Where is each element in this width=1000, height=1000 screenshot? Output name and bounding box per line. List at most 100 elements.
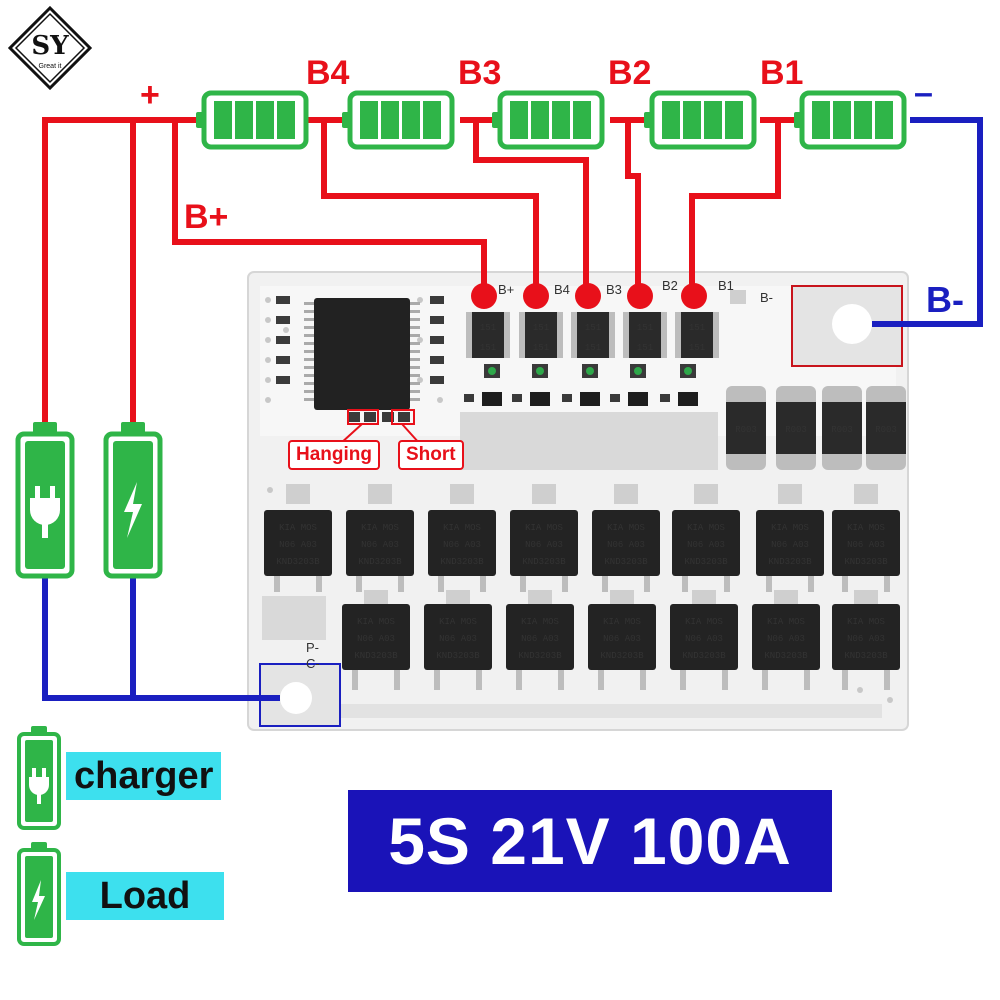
logo-text: SY bbox=[31, 31, 69, 61]
mosfet-marking: N06 A03 bbox=[279, 540, 317, 550]
mosfet-marking: KND3203B bbox=[604, 557, 648, 567]
smd-components bbox=[276, 296, 444, 422]
resistor-code: 151 bbox=[637, 343, 653, 353]
mosfet-marking: N06 A03 bbox=[767, 634, 805, 644]
b-minus-wire-label: B- bbox=[926, 279, 964, 320]
b4-pad-dot bbox=[523, 283, 549, 309]
mosfet-marking: KND3203B bbox=[354, 651, 398, 661]
shunt-resistor: R003 bbox=[776, 386, 816, 470]
shunt-code: R003 bbox=[735, 425, 757, 435]
bolt-icon bbox=[124, 482, 142, 538]
balance-leds bbox=[464, 364, 698, 406]
mosfet-marking: KIA MOS bbox=[361, 523, 399, 533]
battery-cell-4 bbox=[644, 90, 757, 150]
board-pad-label-b-plus: B+ bbox=[498, 282, 514, 297]
resistor-151: 151 151 bbox=[466, 312, 510, 358]
board-pad-label-b-minus: B- bbox=[760, 290, 773, 305]
mosfet-marking: KIA MOS bbox=[279, 523, 317, 533]
b-minus-hole bbox=[832, 304, 872, 344]
shunt-code: R003 bbox=[831, 425, 853, 435]
mosfet-marking: KND3203B bbox=[358, 557, 402, 567]
battery-cells bbox=[196, 90, 907, 150]
shunt-code: R003 bbox=[875, 425, 897, 435]
mosfet-marking: KND3203B bbox=[436, 651, 480, 661]
pack-positive-label: + bbox=[140, 76, 160, 114]
mosfet-marking: KND3203B bbox=[768, 557, 812, 567]
battery-cell-3 bbox=[492, 90, 605, 150]
legend-charger-icon bbox=[17, 726, 61, 830]
board-pad-label-b3: B3 bbox=[606, 282, 622, 297]
battery-cell-5 bbox=[794, 90, 907, 150]
legend-load-icon bbox=[17, 842, 61, 946]
mosfet-marking: KIA MOS bbox=[443, 523, 481, 533]
mosfet-marking: KND3203B bbox=[522, 557, 566, 567]
mosfet-marking: KIA MOS bbox=[521, 617, 559, 627]
b-plus-pad-dot bbox=[471, 283, 497, 309]
mosfet-marking: KIA MOS bbox=[847, 523, 885, 533]
mosfet-marking: KIA MOS bbox=[357, 617, 395, 627]
bms-board: P- C- B+ B4 B3 B2 B1 B- 151 151 151 151 151 1… bbox=[247, 271, 909, 731]
board-pad-label-b4: B4 bbox=[554, 282, 570, 297]
shunt-code: R003 bbox=[785, 425, 807, 435]
spec-banner: 5S 21V 100A bbox=[348, 790, 832, 892]
mosfet-marking: N06 A03 bbox=[443, 540, 481, 550]
mosfet-marking: N06 A03 bbox=[685, 634, 723, 644]
resistor-code: 151 bbox=[480, 323, 496, 333]
shunt-resistor: R003 bbox=[866, 386, 906, 470]
board-pad-label-b2: B2 bbox=[662, 278, 678, 293]
legend-charger-label: charger bbox=[66, 752, 222, 800]
resistor-code: 151 bbox=[689, 323, 705, 333]
mosfet-marking: N06 A03 bbox=[521, 634, 559, 644]
resistor-151: 151 151 bbox=[675, 312, 719, 358]
balance-led bbox=[464, 364, 502, 406]
balance-led bbox=[512, 364, 550, 406]
b-plus-wire-label: B+ bbox=[184, 198, 228, 236]
resistor-code: 151 bbox=[533, 343, 549, 353]
brand-logo: SY Great it bbox=[8, 6, 92, 90]
shunt-resistor: R003 bbox=[726, 386, 766, 470]
mosfet-marking: KIA MOS bbox=[603, 617, 641, 627]
mosfet-marking: KND3203B bbox=[764, 651, 808, 661]
shunt-resistors: R003 R003 R003 R003 bbox=[726, 386, 906, 470]
mosfet-marking: KND3203B bbox=[518, 651, 562, 661]
mosfet-marking: N06 A03 bbox=[439, 634, 477, 644]
resistor-code: 151 bbox=[689, 343, 705, 353]
mosfet-marking: N06 A03 bbox=[771, 540, 809, 550]
board-pad-label-b1: B1 bbox=[718, 278, 734, 293]
mosfet-marking: KIA MOS bbox=[771, 523, 809, 533]
mosfet-marking: N06 A03 bbox=[357, 634, 395, 644]
charger-battery bbox=[15, 422, 75, 579]
mosfet-marking: KND3203B bbox=[682, 651, 726, 661]
battery-cell-2 bbox=[342, 90, 455, 150]
mosfet-marking: KND3203B bbox=[440, 557, 484, 567]
negative-wires bbox=[42, 117, 983, 701]
mosfet-marking: KIA MOS bbox=[525, 523, 563, 533]
bms-ic-chip bbox=[304, 298, 420, 410]
mosfet-marking: KIA MOS bbox=[439, 617, 477, 627]
short-tag: Short bbox=[398, 440, 464, 470]
mosfet-marking: KND3203B bbox=[684, 557, 728, 567]
resistor-code: 151 bbox=[480, 343, 496, 353]
plug-icon bbox=[30, 486, 60, 538]
mosfet-marking: KIA MOS bbox=[687, 523, 725, 533]
p-minus-label: P- bbox=[306, 640, 319, 655]
mosfet-marking: KIA MOS bbox=[847, 617, 885, 627]
b3-pad-dot bbox=[575, 283, 601, 309]
c-minus-label: C- bbox=[306, 656, 320, 671]
balance-led bbox=[610, 364, 648, 406]
mosfet-marking: N06 A03 bbox=[607, 540, 645, 550]
